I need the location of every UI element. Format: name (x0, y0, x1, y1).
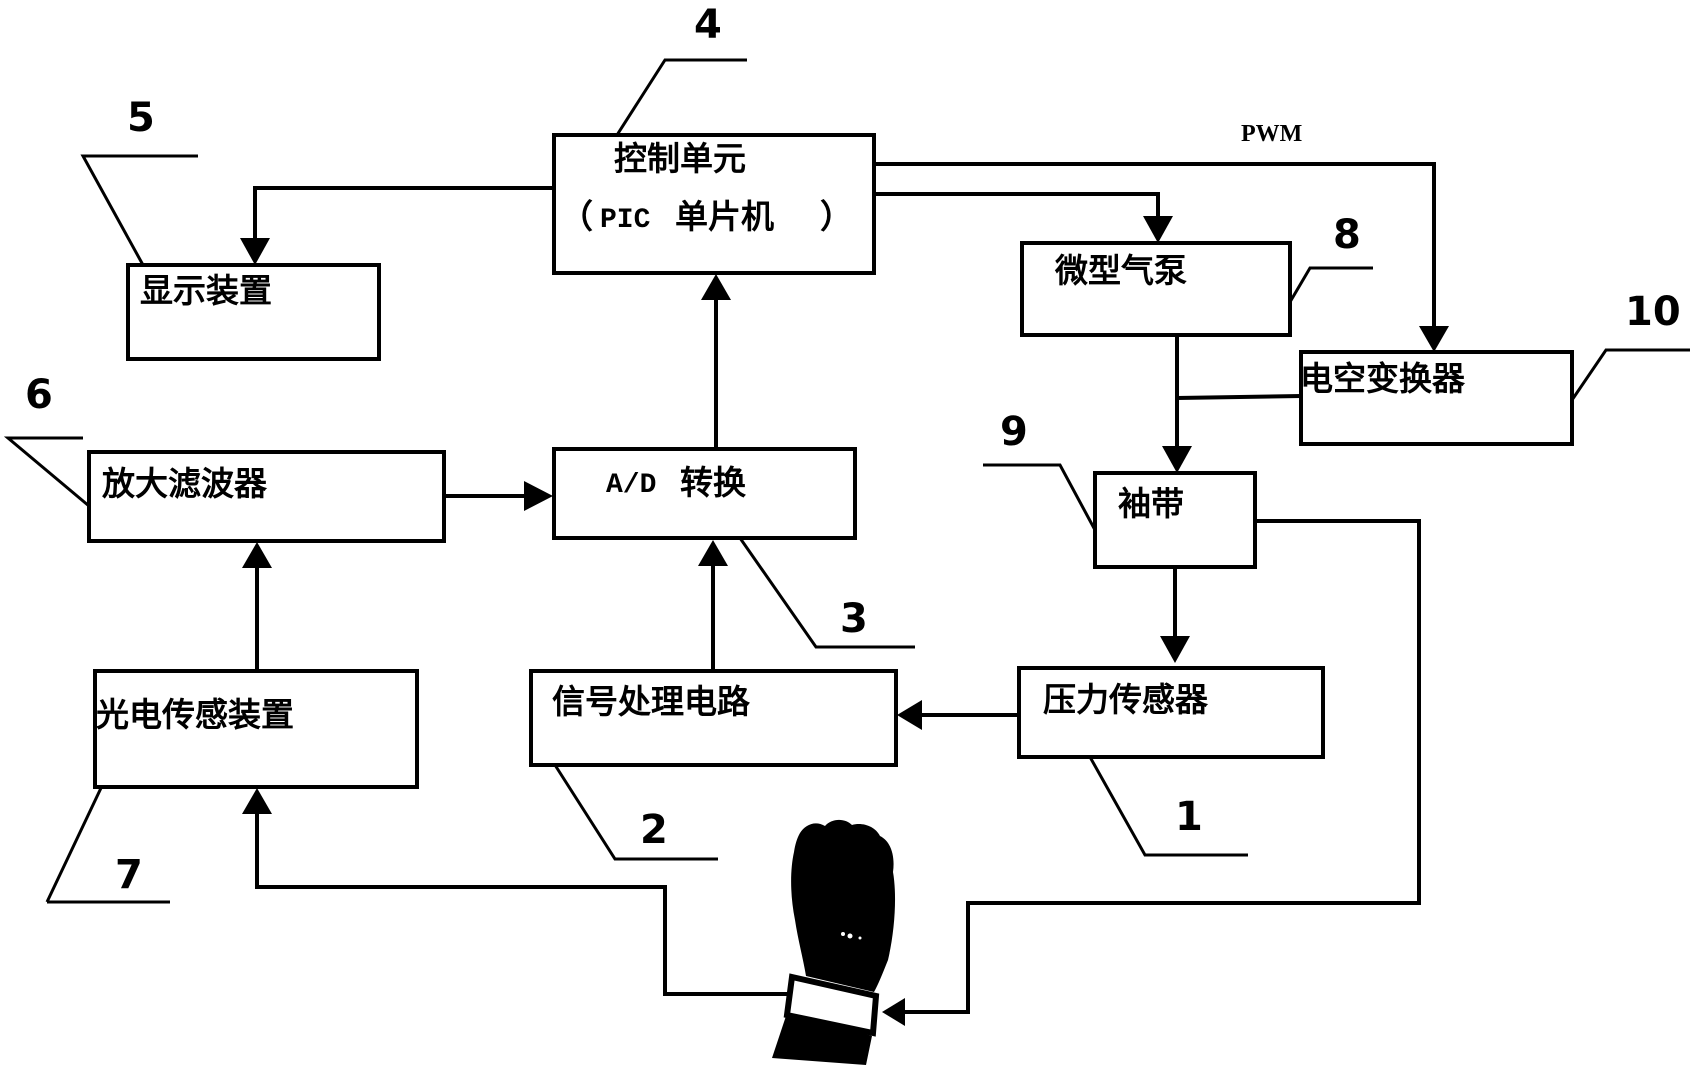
forearm-icon (772, 1010, 872, 1065)
wire-control-to-display (253, 186, 554, 245)
arrow-into-ad-bottom (698, 540, 728, 566)
block-photo-sensor: 光电传感装置 (93, 669, 419, 789)
ref-4: 4 (615, 2, 747, 136)
ref-10-number: 10 (1625, 289, 1681, 335)
ref-5-number: 5 (127, 95, 155, 141)
fist-highlight (841, 932, 845, 936)
micro-pump-label: 微型气泵 (1054, 251, 1187, 290)
control-unit-close-paren: ） (820, 197, 853, 236)
control-unit-title: 控制单元 (614, 139, 746, 178)
arrow-into-cuff (1162, 446, 1192, 473)
ref-8-number: 8 (1333, 212, 1361, 258)
ref-9: 9 (983, 409, 1097, 531)
signal-circuit-label: 信号处理电路 (552, 682, 751, 721)
block-ep-converter: 电空变换器 (1299, 350, 1574, 446)
arrow-into-photo-sensor (242, 788, 272, 814)
ref-5: 5 (80, 95, 198, 266)
fist-highlight (858, 936, 862, 940)
ref-6-number: 6 (25, 372, 53, 418)
arrow-into-control-unit (701, 274, 731, 300)
arrow-into-amp-filter (242, 542, 272, 568)
ref-4-number: 4 (694, 2, 722, 48)
ref-7: 7 (45, 787, 170, 904)
ref-1: 1 (1088, 756, 1248, 857)
ref-3: 3 (738, 537, 915, 649)
block-control-unit: 控制单元 （ PIC 单片机 ） (552, 133, 876, 275)
ref-1-number: 1 (1175, 794, 1203, 840)
fist-with-wristband-icon (772, 819, 896, 1065)
block-ad-converter: A/D 转换 (552, 447, 857, 540)
fist-highlight (847, 933, 853, 939)
amp-filter-label: 放大滤波器 (102, 464, 268, 503)
arrow-into-pump (1143, 216, 1173, 243)
wire-control-to-ep-converter (874, 162, 1436, 332)
block-micro-pump: 微型气泵 (1020, 241, 1292, 337)
arrow-into-display (240, 238, 270, 265)
ref-2: 2 (553, 764, 718, 861)
ref-7-number: 7 (115, 852, 143, 898)
pressure-sensor-label: 压力传感器 (1043, 680, 1209, 719)
ad-converter-prefix: A/D (606, 470, 656, 501)
wires (240, 162, 1449, 1026)
ref-10: 10 (1570, 289, 1690, 401)
cuff-label: 袖带 (1118, 484, 1184, 523)
ref-9-number: 9 (1000, 409, 1028, 455)
arrow-into-pressure-sensor (1160, 636, 1190, 663)
ref-8: 8 (1288, 212, 1373, 303)
arrow-into-wrist (882, 998, 905, 1026)
wire-cuff-to-wrist (905, 519, 1421, 1014)
arrow-into-ep-converter (1419, 326, 1449, 352)
ad-converter-suffix: 转换 (680, 463, 746, 502)
wire-wrist-to-photo (255, 810, 787, 996)
ref-6: 6 (3, 372, 90, 508)
block-signal-circuit: 信号处理电路 (529, 669, 898, 767)
control-unit-open-paren: （ (560, 197, 593, 236)
block-amp-filter: 放大滤波器 (87, 450, 446, 543)
wire-control-to-pump (874, 192, 1160, 222)
arrow-into-signal-circuit (897, 700, 922, 730)
arrow-into-ad-left (524, 481, 553, 511)
wristband-icon (783, 973, 880, 1037)
display-label: 显示装置 (140, 271, 272, 310)
block-cuff: 袖带 (1093, 471, 1257, 569)
ref-3-number: 3 (840, 596, 868, 642)
ref-2-number: 2 (640, 807, 668, 853)
pwm-label: PWM (1241, 121, 1302, 147)
control-unit-chip: PIC (600, 205, 651, 236)
fist-icon (791, 819, 896, 992)
block-pressure-sensor: 压力传感器 (1017, 666, 1325, 759)
block-display: 显示装置 (126, 263, 381, 361)
photo-sensor-label: 光电传感装置 (96, 695, 294, 734)
ep-converter-label: 电空变换器 (1300, 359, 1466, 398)
control-unit-chip-text: 单片机 (675, 197, 774, 236)
wire-ep-converter-to-cuff (1176, 394, 1302, 400)
